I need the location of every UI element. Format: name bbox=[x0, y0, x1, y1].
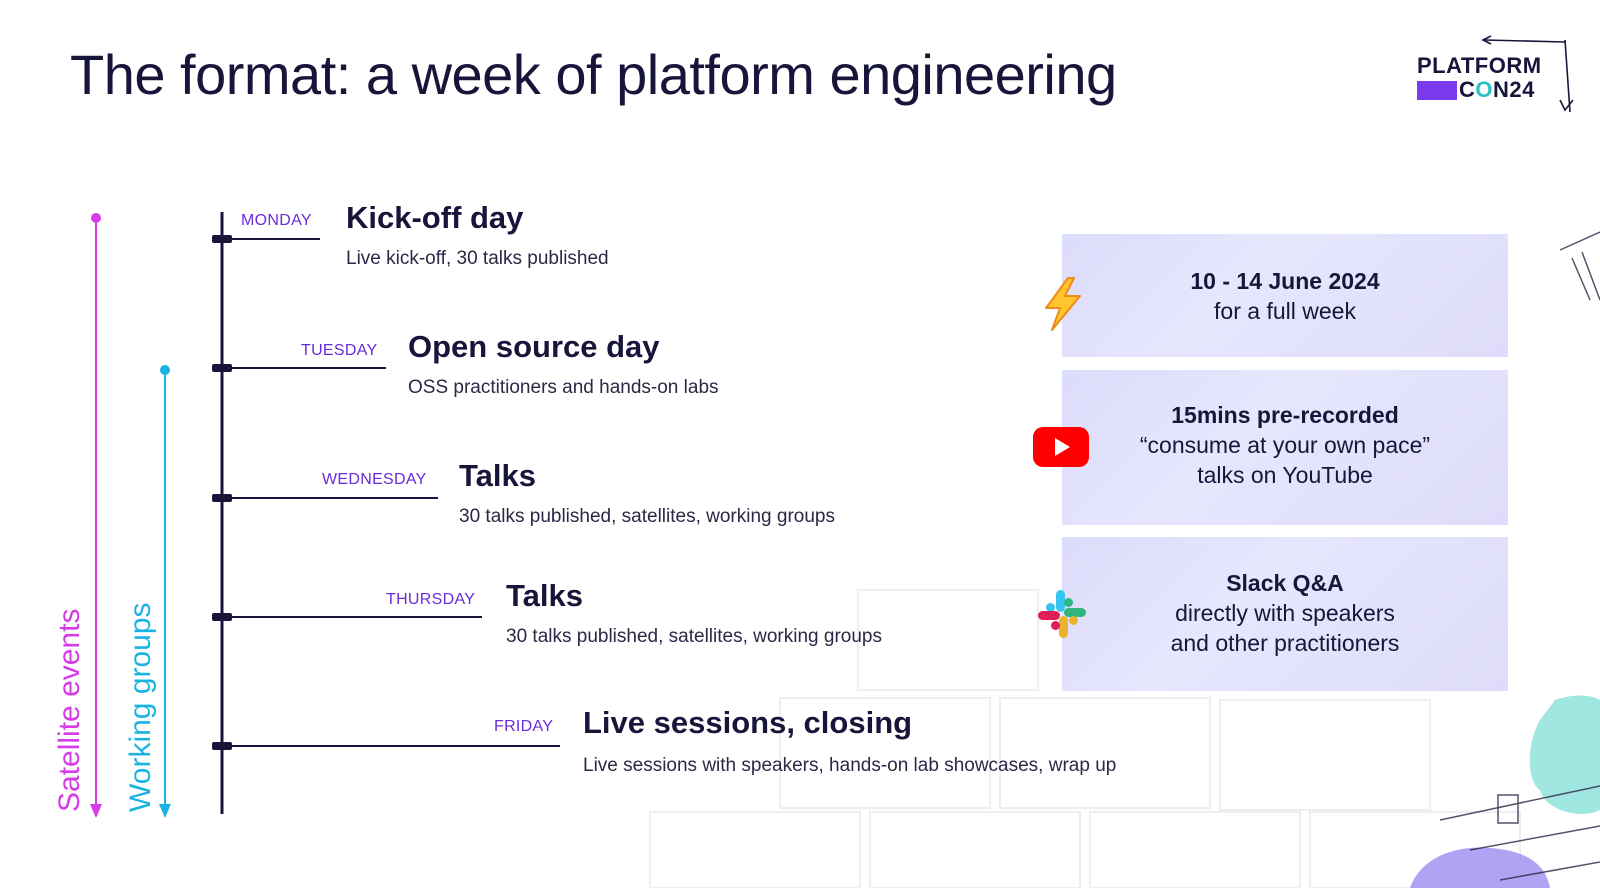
card-dates-line-1: 10 - 14 June 2024 bbox=[1190, 268, 1380, 294]
working-groups-label: Working groups bbox=[124, 602, 157, 812]
day-label-wednesday: WEDNESDAY bbox=[322, 471, 427, 488]
event-title-thursday: Talks bbox=[506, 578, 583, 613]
platformcon-logo: PLATFORM CON24 bbox=[1415, 34, 1575, 114]
card-youtube-line-3: talks on YouTube bbox=[1197, 462, 1373, 488]
event-desc-monday: Live kick-off, 30 talks published bbox=[346, 248, 609, 269]
satellite-arrowhead bbox=[90, 804, 102, 818]
event-title-tuesday: Open source day bbox=[408, 329, 660, 364]
info-card-youtube: 15mins pre-recorded “consume at your own… bbox=[1062, 370, 1508, 525]
youtube-icon bbox=[1033, 427, 1089, 467]
event-title-monday: Kick-off day bbox=[346, 200, 524, 235]
event-desc-wednesday: 30 talks published, satellites, working … bbox=[459, 506, 835, 527]
card-youtube-line-2: “consume at your own pace” bbox=[1139, 432, 1431, 458]
event-desc-thursday: 30 talks published, satellites, working … bbox=[506, 626, 882, 647]
day-label-monday: MONDAY bbox=[241, 212, 312, 229]
event-title-wednesday: Talks bbox=[459, 458, 536, 493]
event-desc-tuesday: OSS practitioners and hands-on labs bbox=[408, 377, 719, 398]
logo-line-2: CON24 bbox=[1459, 77, 1535, 102]
event-title-friday: Live sessions, closing bbox=[583, 705, 913, 740]
card-slack-line-2: directly with speakers bbox=[1175, 600, 1395, 626]
day-label-friday: FRIDAY bbox=[494, 718, 554, 735]
card-dates-line-2: for a full week bbox=[1214, 298, 1356, 324]
day-label-tuesday: TUESDAY bbox=[301, 342, 378, 359]
card-youtube-line-1: 15mins pre-recorded bbox=[1171, 402, 1399, 428]
card-slack-line-1: Slack Q&A bbox=[1226, 570, 1344, 596]
logo-sketch bbox=[1481, 35, 1574, 113]
event-desc-friday: Live sessions with speakers, hands-on la… bbox=[583, 755, 1117, 776]
slack-icon bbox=[1038, 590, 1086, 638]
day-label-thursday: THURSDAY bbox=[386, 591, 476, 608]
logo-purple-bar bbox=[1417, 81, 1457, 100]
info-card-slack: Slack Q&A directly with speakers and oth… bbox=[1062, 537, 1508, 691]
working-arrowhead bbox=[159, 804, 171, 818]
satellite-events-label: Satellite events bbox=[53, 608, 86, 812]
lightning-icon bbox=[1045, 277, 1081, 331]
page-title: The format: a week of platform engineeri… bbox=[70, 43, 1117, 106]
card-slack-line-3: and other practitioners bbox=[1170, 630, 1400, 656]
logo-line-1: PLATFORM bbox=[1417, 53, 1542, 78]
info-card-dates: 10 - 14 June 2024 for a full week bbox=[1062, 234, 1508, 357]
